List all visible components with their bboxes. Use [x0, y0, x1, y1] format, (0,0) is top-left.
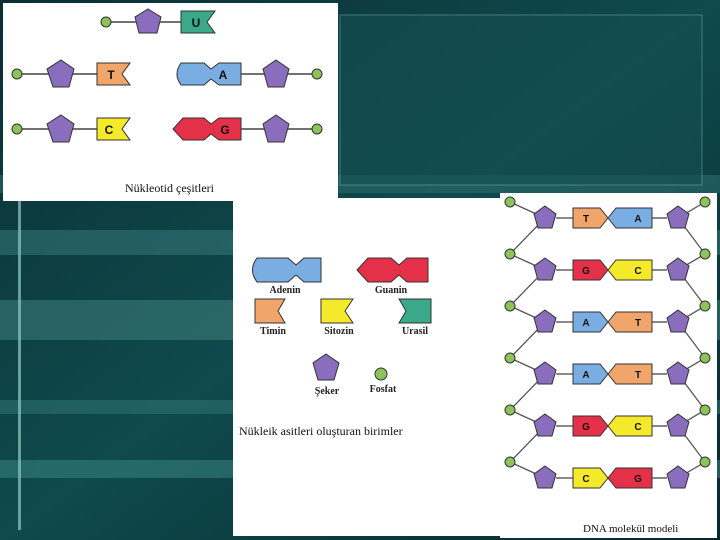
- adenine-shape: [176, 62, 242, 86]
- thymine-base-shape: [572, 207, 609, 229]
- sugar-shape: [533, 361, 557, 385]
- base-label-right: G: [634, 474, 642, 485]
- adenine-base-shape: [607, 207, 653, 229]
- sugar-shape: [666, 413, 690, 437]
- phosphate-shape: [699, 456, 711, 468]
- sugar-shape: [666, 361, 690, 385]
- guanine-shape: [172, 117, 242, 141]
- guanine-base-shape: [572, 415, 609, 437]
- base-label-right: T: [635, 318, 641, 329]
- phosphate-shape: [11, 68, 23, 80]
- phosphate-shape: [11, 123, 23, 135]
- phosphate-shape: [699, 404, 711, 416]
- sugar-shape: [533, 257, 557, 281]
- base-label-c: C: [105, 123, 114, 137]
- base-label-right: A: [634, 214, 641, 225]
- phosphate-shape: [699, 300, 711, 312]
- base-label-left: T: [583, 214, 589, 225]
- cytosine-base-shape: [607, 259, 653, 281]
- phosphate-shape: [504, 404, 516, 416]
- sugar-shape: [666, 309, 690, 333]
- sugar-shape: [533, 465, 557, 489]
- uracil-label: Urasil: [402, 326, 428, 337]
- sugar-shape: [46, 59, 75, 88]
- phosphate-shape: [100, 16, 112, 28]
- phosphate-shape: [504, 456, 516, 468]
- adenine-label: Adenin: [269, 285, 301, 296]
- adenine-unit-shape: [252, 257, 322, 283]
- sugar-shape: [666, 465, 690, 489]
- adenine-base-shape: [572, 363, 609, 385]
- cytosine-shape: [96, 117, 131, 141]
- uracil-unit-shape: [398, 298, 432, 324]
- base-label-a: A: [219, 68, 228, 82]
- sugar-shape: [666, 205, 690, 229]
- thymine-base-shape: [607, 311, 653, 333]
- dna-model-diagram: T A G C A T A T G C C G: [504, 196, 711, 489]
- left-backbone: [508, 201, 547, 479]
- nucleic-acid-units-panel: Adenin Guanin Timin Sitozin Urasil Şeker…: [233, 198, 503, 536]
- thymine-label: Timin: [260, 326, 286, 337]
- phosphate-shape: [504, 196, 516, 208]
- right-backbone: [677, 201, 706, 479]
- guanine-unit-shape: [356, 257, 429, 283]
- phosphate-shape: [504, 352, 516, 364]
- sugar-shape: [533, 413, 557, 437]
- thymine-shape: [96, 62, 131, 86]
- phosphate-shape: [699, 352, 711, 364]
- phosphate-shape: [699, 196, 711, 208]
- sugar-shape: [46, 114, 75, 143]
- thymine-base-shape: [607, 363, 653, 385]
- base-label-g: G: [220, 123, 229, 137]
- guanine-base-shape: [607, 467, 653, 489]
- base-label-right: C: [634, 422, 641, 433]
- sugar-unit-shape: [312, 353, 340, 381]
- base-label-left: G: [582, 422, 590, 433]
- phosphate-shape: [311, 123, 323, 135]
- phosphate-shape: [504, 248, 516, 260]
- adenine-base-shape: [572, 311, 609, 333]
- guanine-label: Guanin: [375, 285, 408, 296]
- nucleic-acid-units-diagram: Adenin Guanin Timin Sitozin Urasil Şeker…: [252, 257, 432, 397]
- phosphate-unit-shape: [374, 367, 388, 381]
- dna-model-panel: T A G C A T A T G C C G DNA molekül modeli: [500, 193, 717, 538]
- base-label-right: C: [634, 266, 641, 277]
- cytosine-unit-shape: [320, 298, 354, 324]
- base-label-left: A: [582, 370, 589, 381]
- phosphate-shape: [504, 300, 516, 312]
- base-label-left: A: [582, 318, 589, 329]
- sugar-shape: [262, 114, 290, 143]
- sugar-shape: [533, 309, 557, 333]
- guanine-base-shape: [572, 259, 609, 281]
- base-label-t: T: [107, 68, 115, 82]
- phosphate-shape: [311, 68, 323, 80]
- uracil-shape: [180, 10, 216, 34]
- cytosine-base-shape: [607, 415, 653, 437]
- sugar-shape: [533, 205, 557, 229]
- nucleotide-types-diagram: U T A C G: [11, 8, 323, 143]
- cytosine-base-shape: [572, 467, 609, 489]
- base-label-left: G: [582, 266, 590, 277]
- base-label-right: T: [635, 370, 641, 381]
- phosphate-shape: [699, 248, 711, 260]
- sugar-shape: [134, 8, 162, 34]
- thymine-unit-shape: [254, 298, 286, 324]
- sugar-shape: [666, 257, 690, 281]
- base-label-left: C: [582, 474, 589, 485]
- sugar-label: Şeker: [315, 386, 340, 397]
- sugar-shape: [262, 59, 290, 88]
- nucleic-acid-units-caption: Nükleik asitleri oluşturan birimler: [239, 424, 403, 438]
- dna-model-caption: DNA molekül modeli: [583, 523, 679, 535]
- phosphate-label: Fosfat: [370, 384, 397, 395]
- cytosine-label: Sitozin: [324, 326, 354, 337]
- base-label-u: U: [192, 16, 201, 30]
- nucleotide-types-caption: Nükleotid çeşitleri: [125, 181, 214, 195]
- nucleotide-types-panel: U T A C G Nükleotid çeşitleri: [3, 3, 338, 201]
